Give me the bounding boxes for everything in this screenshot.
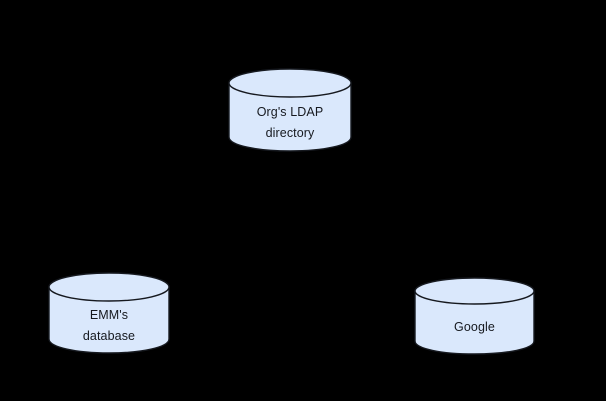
cylinder-shape-icon: [414, 277, 535, 355]
node-emm-database[interactable]: EMM's database: [48, 272, 170, 354]
node-org-ldap-directory[interactable]: Org's LDAP directory: [228, 68, 352, 152]
cylinder-shape-icon: [228, 68, 352, 152]
node-google[interactable]: Google: [414, 277, 535, 355]
cylinder-shape-icon: [48, 272, 170, 354]
